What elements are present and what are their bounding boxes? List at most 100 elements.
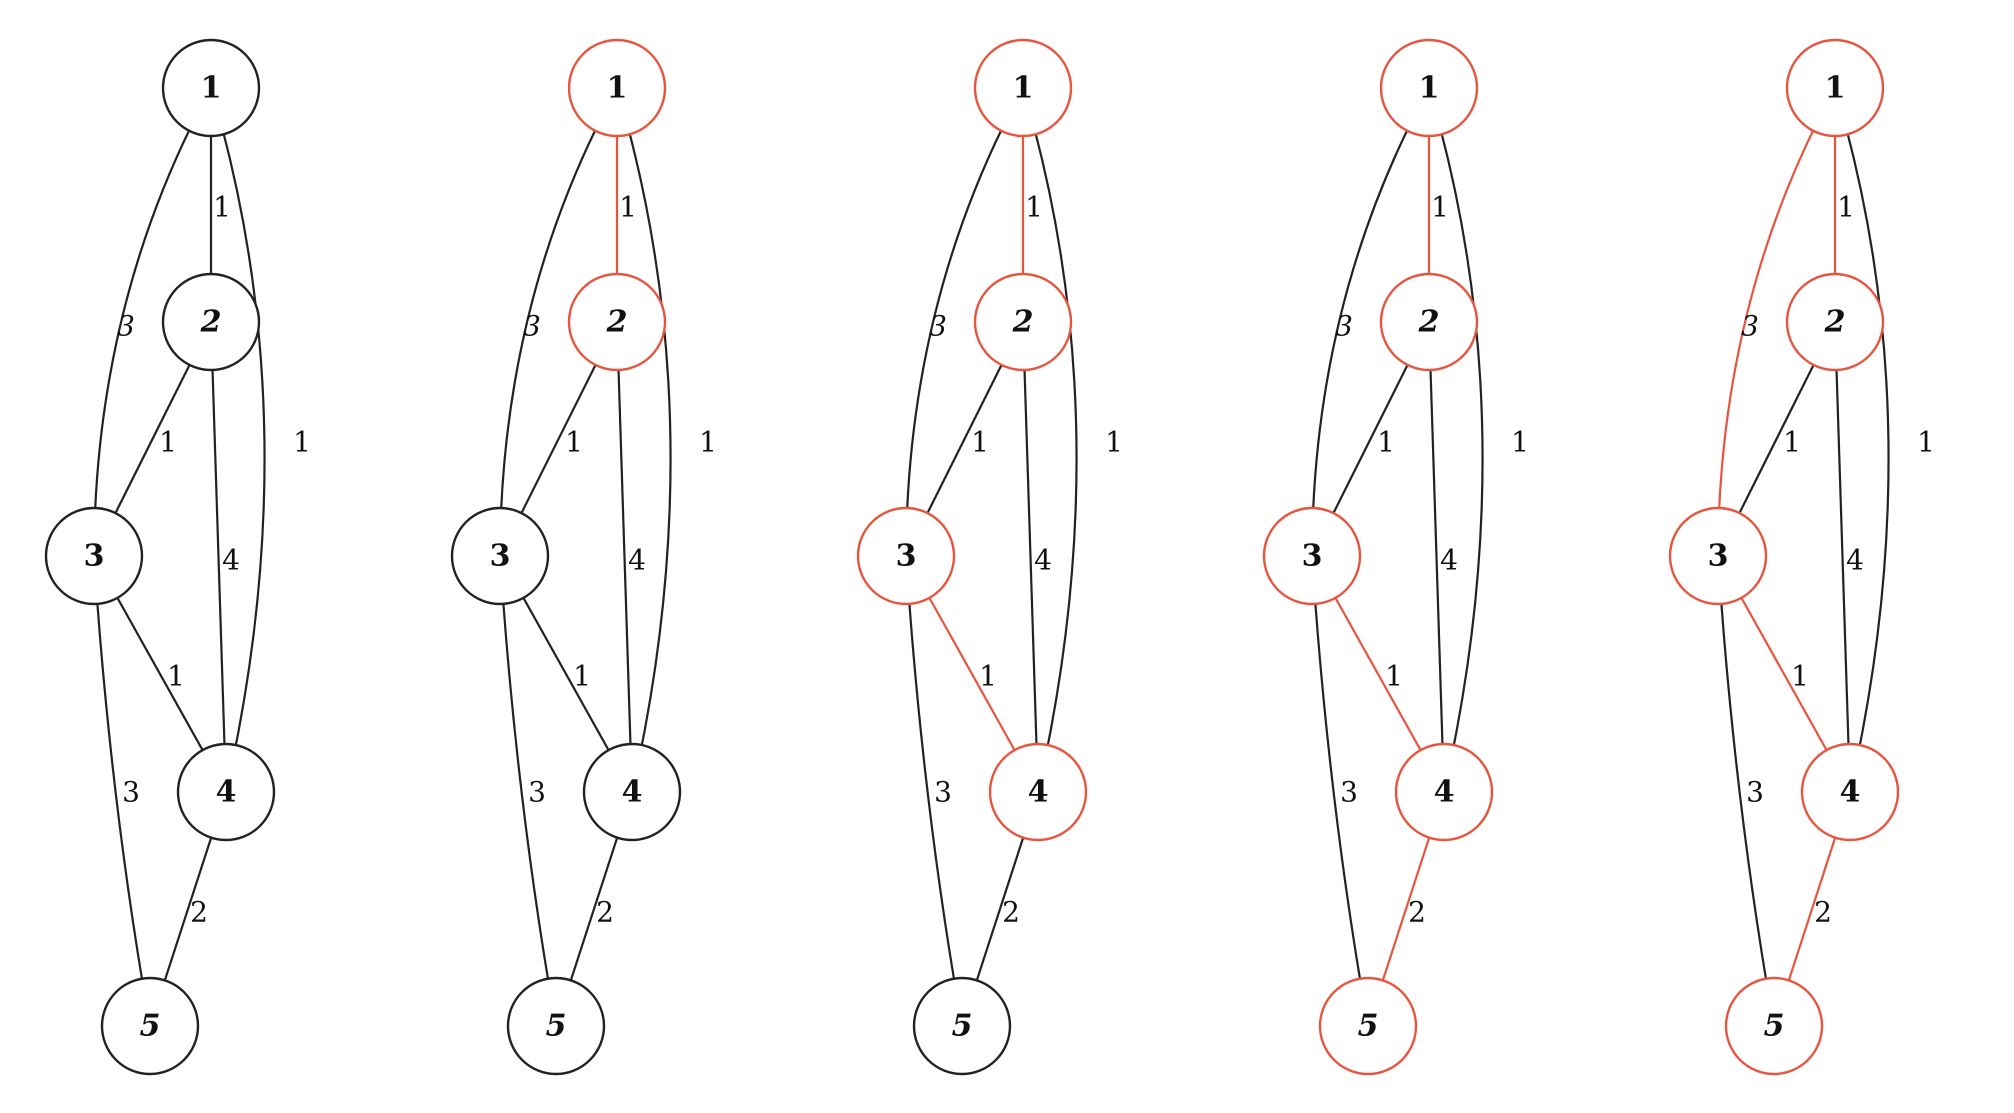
node-5-circle xyxy=(912,976,1012,1076)
edge-weight-label-2-4: 4 xyxy=(222,544,240,577)
node-2-circle xyxy=(161,272,261,372)
node-2-circle xyxy=(1785,272,1885,372)
edge-1-3 xyxy=(92,87,212,557)
edge-weight-label-1-3: 3 xyxy=(929,310,947,343)
edge-weight-label-1-3: 3 xyxy=(1335,310,1353,343)
edge-weight-label-1-4: 1 xyxy=(1917,426,1935,459)
edge-weight-label-1-2: 1 xyxy=(213,191,231,224)
node-1-label: 1 xyxy=(607,71,628,106)
edge-weight-label-3-4: 1 xyxy=(573,660,591,693)
node-3-circle xyxy=(1262,506,1362,606)
edge-1-3 xyxy=(1716,87,1836,557)
edge-2-4 xyxy=(1021,321,1040,793)
edge-weight-label-3-5: 3 xyxy=(934,776,952,809)
node-5-label: 5 xyxy=(140,1009,161,1044)
node-3-circle xyxy=(450,506,550,606)
edge-2-4 xyxy=(1427,321,1446,793)
node-4-circle xyxy=(1394,742,1494,842)
node-4-label: 4 xyxy=(622,775,643,810)
edge-weight-label-1-2: 1 xyxy=(1431,191,1449,224)
node-5-label: 5 xyxy=(952,1009,973,1044)
node-2-label: 2 xyxy=(1012,305,1034,340)
edge-weight-label-1-4: 1 xyxy=(1105,426,1123,459)
edge-weight-label-2-4: 4 xyxy=(1846,544,1864,577)
node-4-label: 4 xyxy=(1028,775,1049,810)
edge-weight-label-1-3: 3 xyxy=(117,310,135,343)
node-1-label: 1 xyxy=(1825,71,1846,106)
edge-weight-label-3-5: 3 xyxy=(122,776,140,809)
edge-weight-label-4-5: 2 xyxy=(1814,896,1832,929)
node-1-circle xyxy=(567,38,667,138)
node-1-circle xyxy=(1785,38,1885,138)
node-5-circle xyxy=(506,976,606,1076)
edge-weight-label-2-3: 1 xyxy=(565,426,583,459)
edge-weight-label-3-5: 3 xyxy=(528,776,546,809)
edge-1-3 xyxy=(904,87,1024,557)
edge-weight-label-1-3: 3 xyxy=(1741,310,1759,343)
edge-weight-label-2-4: 4 xyxy=(628,544,646,577)
edge-weight-label-1-2: 1 xyxy=(1025,191,1043,224)
edge-weight-label-4-5: 2 xyxy=(1408,896,1426,929)
edge-weight-label-3-5: 3 xyxy=(1746,776,1764,809)
edge-weight-label-2-4: 4 xyxy=(1440,544,1458,577)
edge-1-4 xyxy=(209,87,266,793)
edge-3-5 xyxy=(904,555,964,1027)
edge-1-4 xyxy=(1427,87,1484,793)
edge-weight-label-4-5: 2 xyxy=(190,896,208,929)
edge-3-5 xyxy=(1310,555,1370,1027)
edge-weight-label-1-4: 1 xyxy=(293,426,311,459)
edge-2-4 xyxy=(209,321,228,793)
edge-1-4 xyxy=(615,87,672,793)
node-3-circle xyxy=(44,506,144,606)
node-5-circle xyxy=(1724,976,1824,1076)
node-2-circle xyxy=(567,272,667,372)
node-2-label: 2 xyxy=(606,305,628,340)
node-1-circle xyxy=(1379,38,1479,138)
edge-weight-label-1-4: 1 xyxy=(699,426,717,459)
node-2-label: 2 xyxy=(1824,305,1846,340)
edge-1-4 xyxy=(1833,87,1890,793)
edge-3-5 xyxy=(498,555,558,1027)
edge-weight-label-2-3: 1 xyxy=(1783,426,1801,459)
node-2-label: 2 xyxy=(200,305,222,340)
node-3-label: 3 xyxy=(84,539,105,574)
edge-1-4 xyxy=(1021,87,1078,793)
node-1-label: 1 xyxy=(201,71,222,106)
edge-weight-label-2-3: 1 xyxy=(1377,426,1395,459)
node-3-circle xyxy=(1668,506,1768,606)
edge-weight-label-2-3: 1 xyxy=(159,426,177,459)
node-4-circle xyxy=(582,742,682,842)
node-4-circle xyxy=(176,742,276,842)
node-4-circle xyxy=(1800,742,1900,842)
edge-weight-label-3-4: 1 xyxy=(1791,660,1809,693)
edge-weight-label-3-5: 3 xyxy=(1340,776,1358,809)
node-5-circle xyxy=(1318,976,1418,1076)
node-5-label: 5 xyxy=(1764,1009,1785,1044)
node-1-label: 1 xyxy=(1419,71,1440,106)
edge-weight-label-3-4: 1 xyxy=(1385,660,1403,693)
node-2-circle xyxy=(973,272,1073,372)
edge-weight-label-3-4: 1 xyxy=(979,660,997,693)
edge-weight-label-2-3: 1 xyxy=(971,426,989,459)
edge-weight-label-2-4: 4 xyxy=(1034,544,1052,577)
node-3-circle xyxy=(856,506,956,606)
node-3-label: 3 xyxy=(490,539,511,574)
node-3-label: 3 xyxy=(1708,539,1729,574)
edge-3-5 xyxy=(1716,555,1776,1027)
node-5-label: 5 xyxy=(546,1009,567,1044)
edge-1-3 xyxy=(498,87,618,557)
node-4-label: 4 xyxy=(1434,775,1455,810)
edge-2-4 xyxy=(1833,321,1852,793)
node-2-label: 2 xyxy=(1418,305,1440,340)
node-3-label: 3 xyxy=(896,539,917,574)
edge-weight-label-1-2: 1 xyxy=(619,191,637,224)
edge-weight-label-1-4: 1 xyxy=(1511,426,1529,459)
node-5-label: 5 xyxy=(1358,1009,1379,1044)
edge-weight-label-4-5: 2 xyxy=(1002,896,1020,929)
node-1-circle xyxy=(161,38,261,138)
